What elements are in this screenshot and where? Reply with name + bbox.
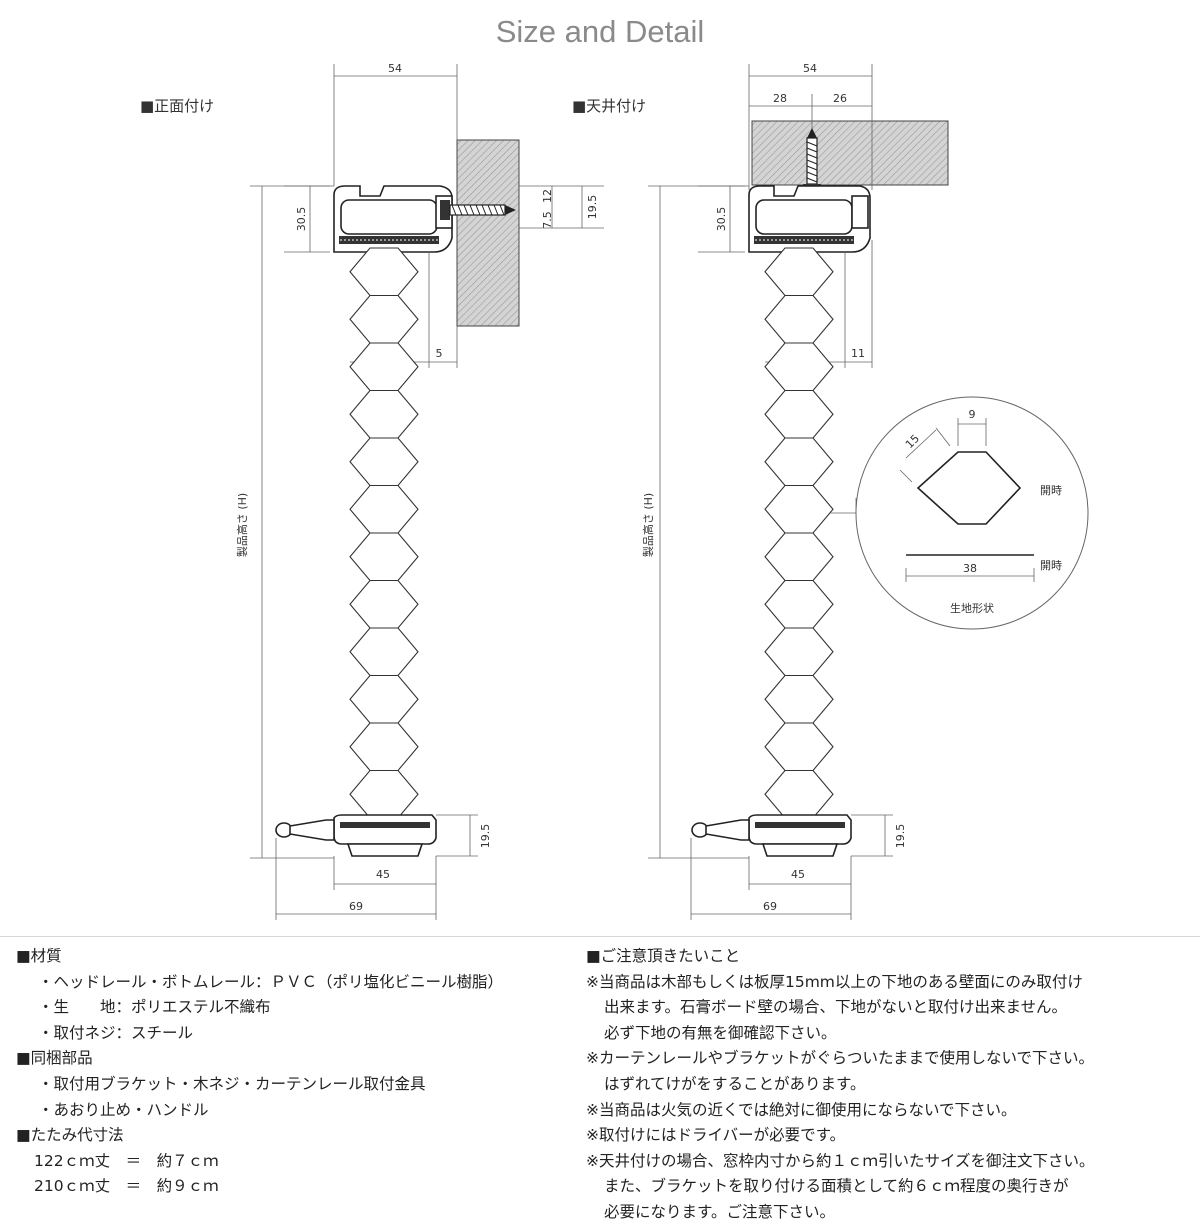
material-item: ・生 地：ポリエステル不織布 bbox=[38, 998, 271, 1017]
folded-item: 122ｃｍ丈 ＝ 約７ｃｍ bbox=[34, 1151, 219, 1170]
bottom-rail bbox=[333, 814, 437, 857]
note-line: ※取付けにはドライバーが必要です。 bbox=[586, 1126, 846, 1145]
ceiling bbox=[751, 120, 949, 186]
dim-wall-gap: 5 bbox=[436, 347, 443, 360]
height-label: 製品高さ (H) bbox=[235, 493, 249, 557]
fabric-cell bbox=[764, 722, 834, 772]
fabric-cell-open bbox=[916, 451, 1022, 525]
dim-cell-flat: 38 bbox=[963, 562, 977, 575]
height-label-2: 製品高さ (H) bbox=[641, 493, 655, 557]
ceiling-mount-label: ■天井付け bbox=[572, 97, 646, 115]
fabric-cell bbox=[764, 579, 834, 629]
included-heading: 同梱部品 bbox=[16, 1046, 576, 1072]
mounting-screw bbox=[440, 200, 516, 220]
fabric-cell bbox=[764, 247, 834, 297]
open-label-2: 開時 bbox=[1040, 559, 1062, 572]
dim-bracket-b: 12 bbox=[541, 189, 554, 203]
fabric-cell bbox=[349, 342, 419, 392]
dim-bracket-a: 7.5 bbox=[541, 211, 554, 229]
fabric-cell bbox=[764, 294, 834, 344]
fabric-cell bbox=[764, 769, 834, 819]
included-item: ・取付用ブラケット・木ネジ・カーテンレール取付金具 bbox=[38, 1074, 426, 1093]
fabric-cell bbox=[349, 722, 419, 772]
front-mount-drawing: 54 製品高さ (H) 30.5 7.5 12 19.5 bbox=[235, 62, 604, 920]
note-line: ※当商品は木部もしくは板厚15mm以上の下地のある壁面にのみ取付け bbox=[586, 972, 1083, 991]
fabric-cell bbox=[349, 532, 419, 582]
fabric-caption: 生地形状 bbox=[950, 601, 994, 615]
note-line: また、ブラケットを取り付ける面積として約６ｃｍ程度の奥行きが bbox=[604, 1177, 1069, 1196]
note-line: 必ず下地の有無を御確認下さい。 bbox=[604, 1023, 837, 1042]
fabric-cell bbox=[764, 389, 834, 439]
dim-rail-height-2: 30.5 bbox=[715, 207, 728, 232]
fabric-cell bbox=[349, 247, 419, 297]
note-line: ※カーテンレールやブラケットがぐらついたままで使用しないで下さい。 bbox=[586, 1049, 1095, 1068]
folded-heading: たたみ代寸法 bbox=[16, 1123, 576, 1149]
fabric-cell bbox=[349, 294, 419, 344]
dim-rail-width: 54 bbox=[388, 62, 402, 75]
note-line: ※当商品は火気の近くでは絶対に御使用にならないで下さい。 bbox=[586, 1100, 1017, 1119]
notes-column: ご注意頂きたいこと ※当商品は木部もしくは板厚15mm以上の下地のある壁面にのみ… bbox=[586, 944, 1196, 1226]
honeycomb-fabric bbox=[349, 247, 419, 819]
fabric-detail-callout: 9 15 開時 開時 38 生地形状 bbox=[830, 396, 1089, 630]
material-item: ・ヘッドレール・ボトムレール：ＰＶＣ（ポリ塩化ビニール樹脂） bbox=[38, 972, 504, 991]
ceiling-mount-drawing: 54 28 26 製品高さ (H) 30.5 43 11 bbox=[641, 62, 1089, 920]
dim-split-left: 28 bbox=[773, 92, 787, 105]
bottom-rail-2 bbox=[748, 814, 852, 857]
page-title: Size and Detail bbox=[495, 14, 705, 49]
notes-heading: ご注意頂きたいこと bbox=[586, 944, 1196, 970]
included-item: ・あおり止め・ハンドル bbox=[38, 1100, 209, 1119]
note-line: ※天井付けの場合、窓枠内寸から約１ｃｍ引いたサイズを御注文下さい。 bbox=[586, 1151, 1095, 1170]
fabric-cell bbox=[349, 627, 419, 677]
note-line: 必要になります。ご注意下さい。 bbox=[604, 1202, 835, 1221]
materials-heading: 材質 bbox=[16, 944, 576, 970]
fabric-cell bbox=[764, 437, 834, 487]
fabric-cell bbox=[764, 484, 834, 534]
fabric-cell bbox=[349, 579, 419, 629]
dim-handle-width-2: 69 bbox=[763, 900, 777, 913]
note-line: 出来ます。石膏ボード壁の場合、下地がないと取付け出来ません。 bbox=[604, 998, 1067, 1017]
open-label: 開時 bbox=[1040, 484, 1062, 497]
dim-bottom-rail-width: 45 bbox=[376, 868, 390, 881]
fabric-cell bbox=[349, 674, 419, 724]
front-mount-label: ■正面付け bbox=[140, 97, 214, 115]
handle bbox=[275, 819, 335, 841]
fabric-cell bbox=[349, 437, 419, 487]
dim-rail-width-2: 54 bbox=[803, 62, 817, 75]
note-line: はずれてけがをすることがあります。 bbox=[604, 1074, 866, 1093]
fabric-cell bbox=[349, 484, 419, 534]
dim-split-right: 26 bbox=[833, 92, 847, 105]
dim-bottom-rail-width-2: 45 bbox=[791, 868, 805, 881]
dim-bottom-rail-height: 19.5 bbox=[479, 824, 492, 849]
fabric-cell bbox=[764, 674, 834, 724]
folded-item: 210ｃｍ丈 ＝ 約９ｃｍ bbox=[34, 1177, 219, 1196]
dim-bottom-rail-height-2: 19.5 bbox=[894, 824, 907, 849]
fabric-cell bbox=[764, 627, 834, 677]
fabric-cell bbox=[349, 389, 419, 439]
dim-handle-width: 69 bbox=[349, 900, 363, 913]
section-divider bbox=[0, 936, 1200, 937]
handle-2 bbox=[691, 819, 750, 841]
wall bbox=[456, 139, 520, 327]
dim-ceiling-gap: 11 bbox=[851, 347, 865, 360]
fabric-cell bbox=[349, 769, 419, 819]
honeycomb-fabric-2 bbox=[764, 247, 834, 819]
material-item: ・取付ネジ：スチール bbox=[38, 1023, 194, 1042]
fabric-cell bbox=[764, 342, 834, 392]
dim-bracket-c: 19.5 bbox=[586, 195, 599, 220]
dim-cell-top: 9 bbox=[969, 408, 976, 421]
fabric-cell bbox=[764, 532, 834, 582]
size-detail-diagram: ■正面付け ■天井付け 54 製品高さ (H) 30.5 bbox=[140, 62, 1089, 920]
dim-rail-height: 30.5 bbox=[295, 207, 308, 232]
spec-column: 材質 ・ヘッドレール・ボトムレール：ＰＶＣ（ポリ塩化ビニール樹脂） ・生 地：ポ… bbox=[16, 944, 576, 1200]
